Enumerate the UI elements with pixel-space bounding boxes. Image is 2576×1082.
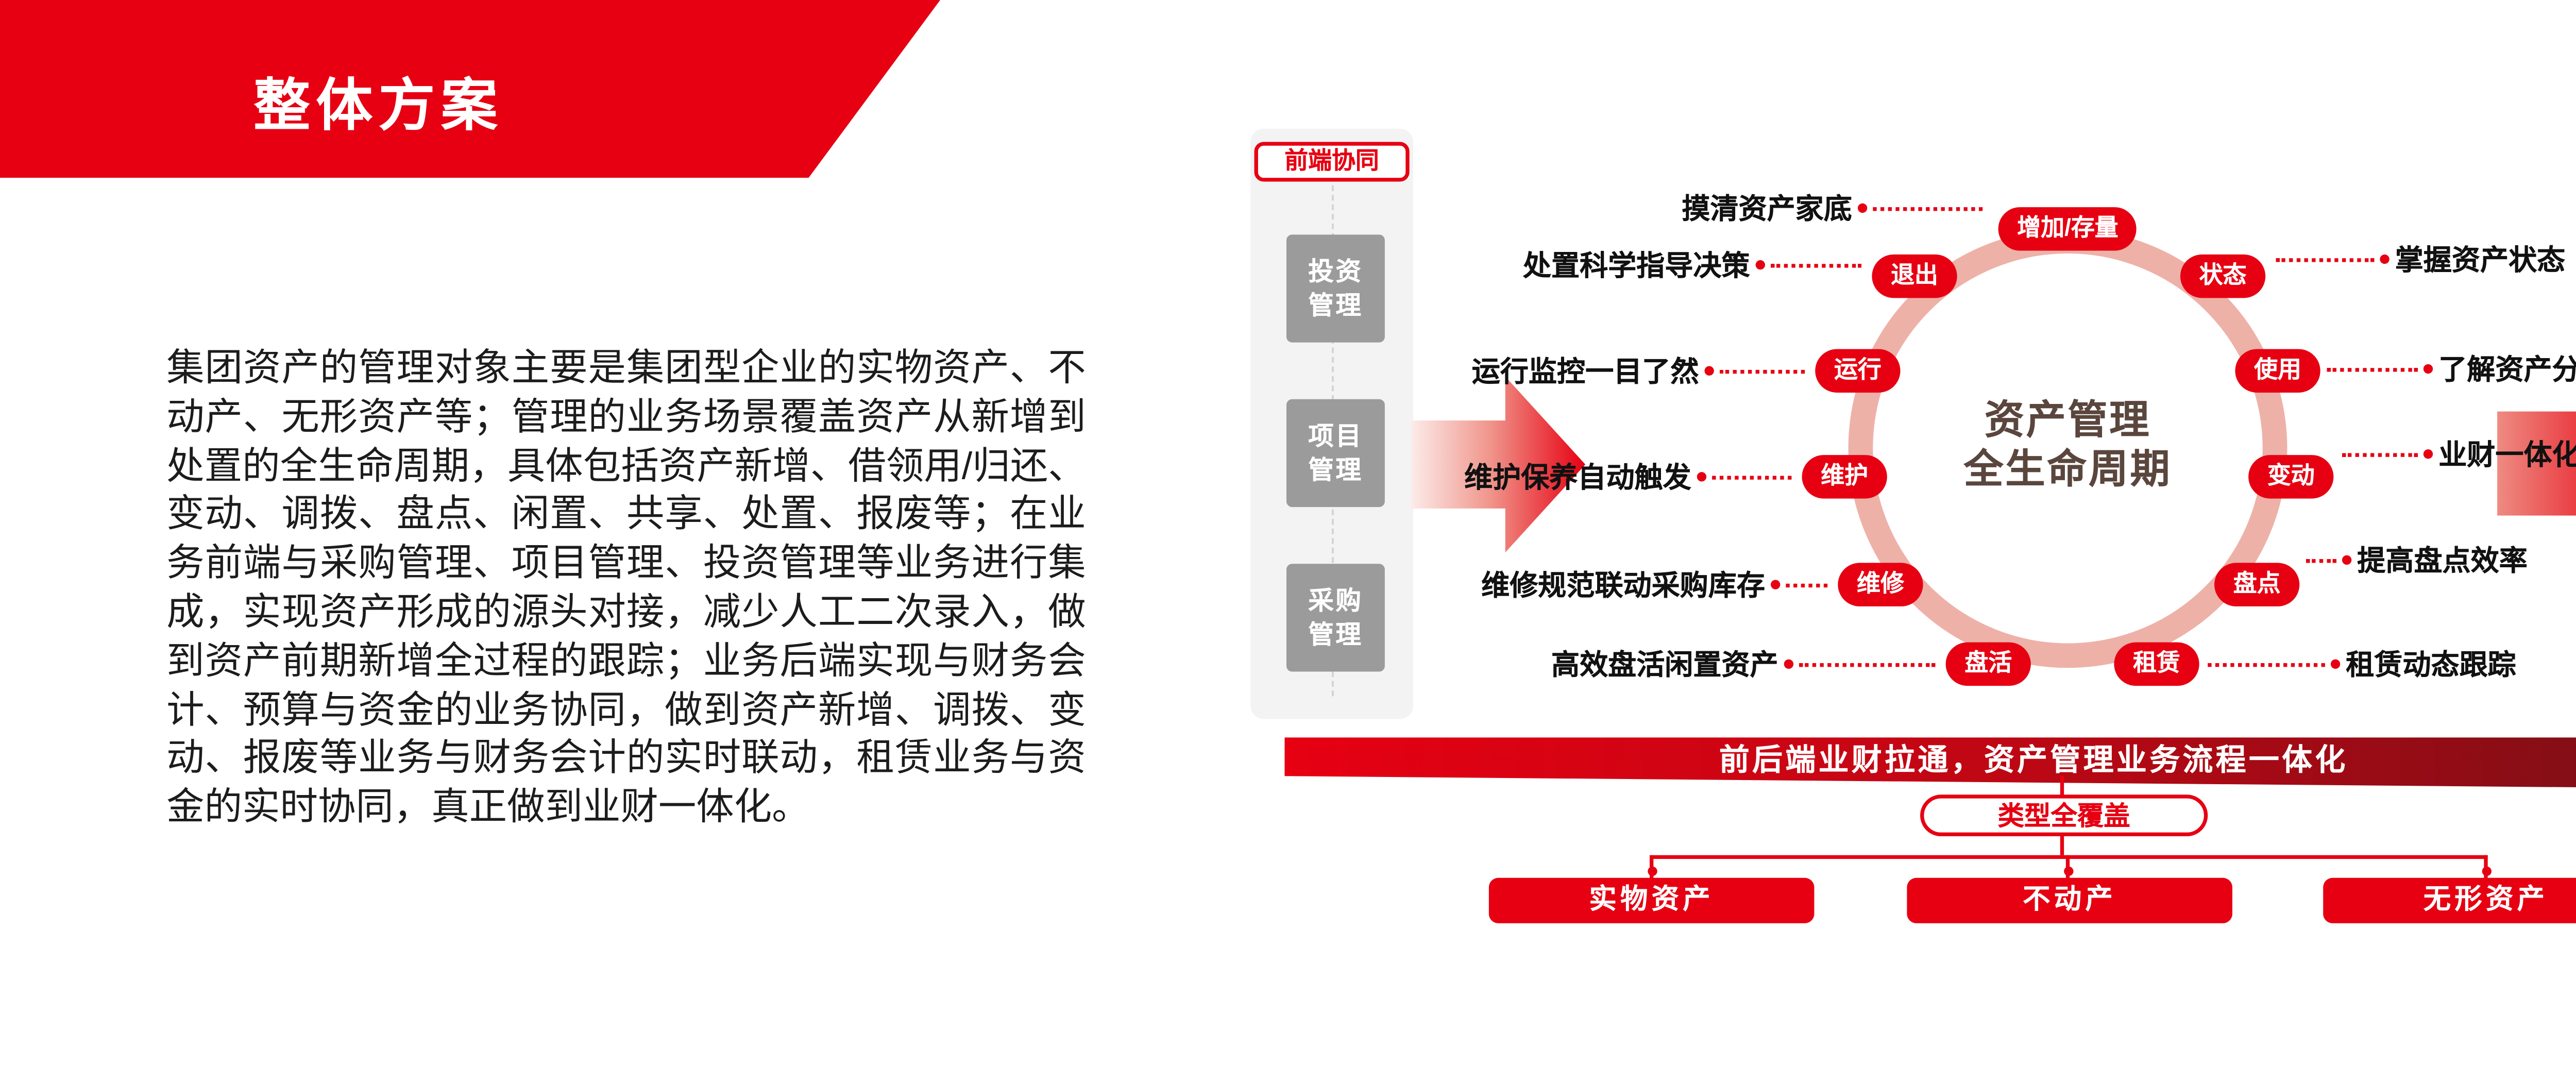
callout-label: 掌握资产状态 [2395,245,2566,277]
callout-left-1: 摸清资产家底 [1682,188,1983,228]
lifecycle-title-line2: 全生命周期 [1963,448,2172,492]
front-collab-header: 前端协同 [1254,142,1410,182]
asset-type-physical: 实物资产 [1488,877,1815,923]
lifecycle-node-operate: 运行 [1815,349,1901,393]
lifecycle-node-change: 变动 [2248,455,2334,499]
lifecycle-node-repair: 维修 [1838,563,1923,606]
connector-line [1712,475,1792,479]
connector-line [2327,367,2418,371]
lifecycle-title-line1: 资产管理 [1984,399,2151,443]
connector-line [2208,662,2325,666]
connector-dot-icon [2482,866,2492,876]
callout-label: 高效盘活闲置资产 [1551,650,1778,682]
connector-line [2342,452,2418,456]
connector-line [1719,369,1805,373]
coverage-badge: 类型全覆盖 [1920,794,2208,837]
connector-dot-icon [2423,449,2433,459]
lifecycle-node-maintain: 维护 [1802,455,1887,499]
connector-line [1770,263,1862,267]
connector-dot-icon [1704,366,1714,376]
connector-dot-icon [2064,866,2074,876]
callout-left-4: 维护保养自动触发 [1464,457,1792,497]
connector-dot-icon [1770,580,1781,589]
front-module-investment: 投资 管理 [1286,234,1385,343]
lifecycle-node-add-stock: 增加/存量 [1998,207,2138,251]
callout-right-4: 提高盘点效率 [2306,540,2528,580]
lifecycle-node-use: 使用 [2235,349,2320,393]
integration-banner-label: 前后端业财拉通，资产管理业务流程一体化 [1719,745,2348,778]
connector-dot-icon [2380,254,2389,264]
page-title: 整体方案 [253,75,503,139]
title-banner: 整体方案 [0,0,940,178]
callout-right-5: 租赁动态跟踪 [2208,644,2516,684]
lifecycle-title: 资产管理 全生命周期 [1897,397,2238,496]
front-module-project: 项目 管理 [1286,399,1385,508]
connector-line [1786,582,1828,587]
lifecycle-node-status: 状态 [2180,254,2266,298]
connector-line [1873,206,1983,210]
connector-dot-icon [2423,364,2433,374]
callout-label: 维修规范联动采购库存 [1481,570,1765,603]
connector-line [2060,836,2064,855]
front-module-procurement: 采购 管理 [1286,564,1385,672]
callout-right-1: 掌握资产状态 [2276,240,2565,279]
lifecycle-node-lease: 租赁 [2114,642,2199,686]
lifecycle-node-revitalize: 盘活 [1945,642,2031,686]
callout-label: 运行监控一目了然 [1471,357,1699,389]
callout-right-3: 业财一体化 [2342,434,2576,474]
lifecycle-node-exit: 退出 [1872,254,1957,298]
connector-dot-icon [1857,203,1868,213]
connector-dot-icon [1697,472,1707,482]
description-text: 集团资产的管理对象主要是集团型企业的实物资产、不动产、无形资产等；管理的业务场景… [166,348,1086,829]
callout-left-2: 处置科学指导决策 [1522,245,1862,285]
callout-label: 维护保养自动触发 [1464,462,1691,495]
connector-line [2306,558,2336,562]
callout-label: 业财一体化 [2438,439,2576,472]
callout-label: 租赁动态跟踪 [2346,650,2516,682]
connector-dot-icon [2342,555,2352,565]
connector-dot-icon [1648,866,1657,876]
connector-line [1799,662,1936,666]
callout-label: 处置科学指导决策 [1522,250,1750,283]
callout-label: 了解资产分布 [2438,354,2576,387]
connector-line [2060,775,2064,797]
asset-type-intangible: 无形资产 [2323,877,2576,923]
callout-left-6: 高效盘活闲置资产 [1551,644,1936,684]
callout-left-5: 维修规范联动采购库存 [1481,565,1828,604]
connector-dot-icon [2330,659,2341,669]
callout-label: 摸清资产家底 [1682,194,1852,226]
callout-right-2: 了解资产分布 [2327,349,2576,388]
lifecycle-node-inventory: 盘点 [2214,563,2300,606]
connector-dot-icon [1755,260,1765,270]
connector-dot-icon [1784,659,1794,669]
integration-arrow-banner: 前后端业财拉通，资产管理业务流程一体化 [1284,724,2576,789]
connector-line [2276,257,2375,261]
asset-type-real-estate: 不动产 [1907,877,2232,923]
callout-label: 提高盘点效率 [2357,546,2528,578]
callout-left-3: 运行监控一目了然 [1472,351,1805,391]
